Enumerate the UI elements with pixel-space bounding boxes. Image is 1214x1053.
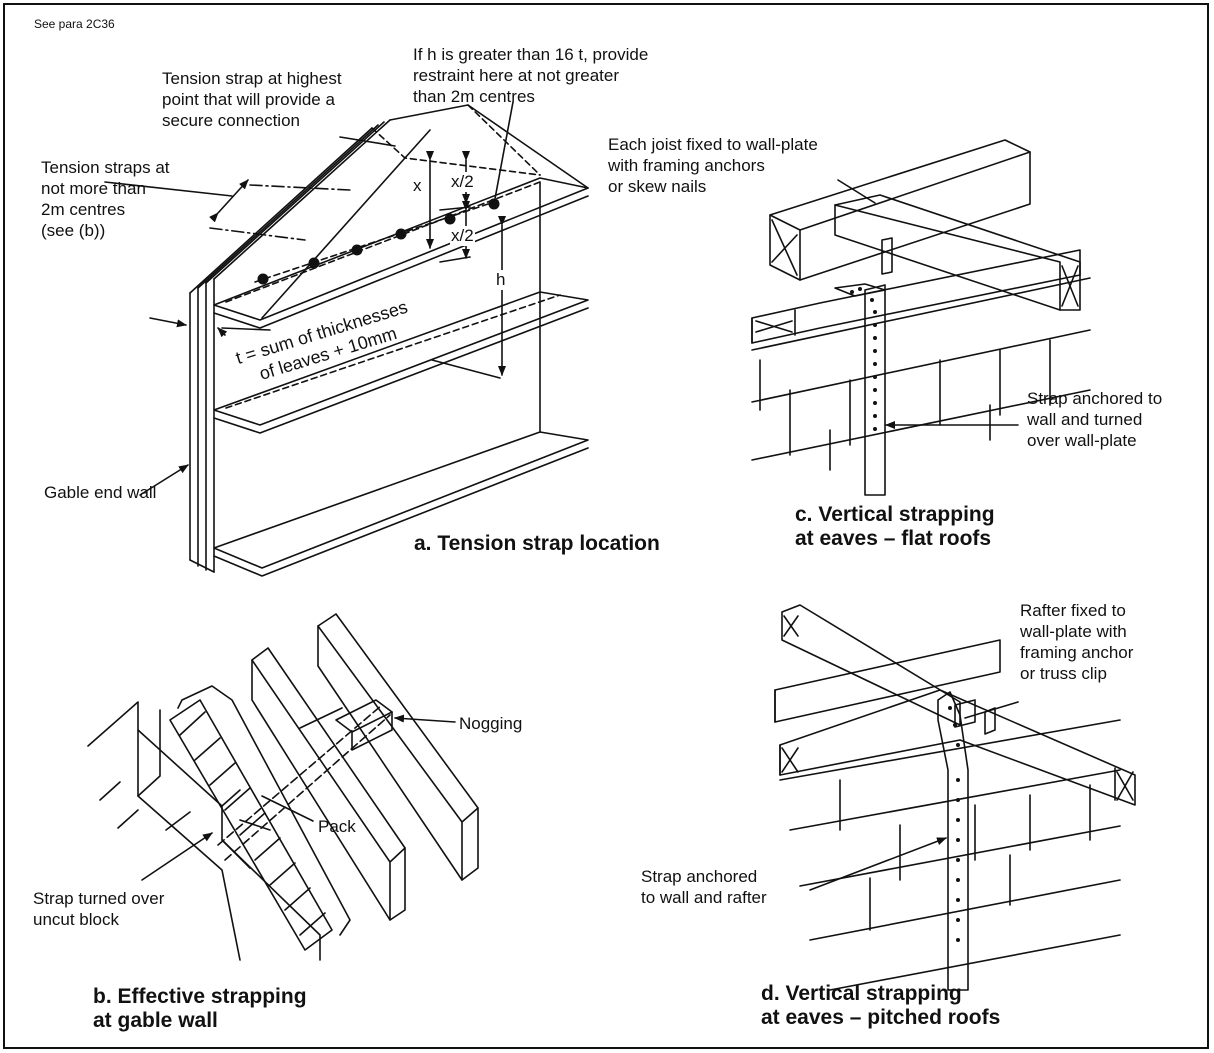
caption-panel-c: c. Vertical strapping at eaves – flat ro…	[795, 503, 995, 550]
label-rafter-fixed: Rafter fixed to wall-plate with framing …	[1020, 601, 1134, 683]
dimension-h: h	[495, 270, 507, 290]
caption-panel-d: d. Vertical strapping at eaves – pitched…	[761, 982, 1001, 1029]
panel-b-drawing	[87, 613, 479, 961]
panel-d-drawing	[774, 604, 1136, 991]
caption-panel-b: b. Effective strapping at gable wall	[93, 985, 307, 1032]
label-strap-turned: Strap turned over uncut block	[33, 889, 165, 929]
dimension-x: x	[412, 176, 423, 196]
reference-note: See para 2C36	[34, 17, 115, 31]
label-pack: Pack	[318, 817, 356, 836]
label-strap-anchored-flat: Strap anchored to wall and turned over w…	[1027, 389, 1163, 450]
panel-c-drawing	[751, 139, 1091, 496]
label-joist-fixed: Each joist fixed to wall-plate with fram…	[608, 135, 818, 196]
label-tension-strap-highest: Tension strap at highest point that will…	[162, 69, 342, 130]
label-h-greater-than: If h is greater than 16 t, provide restr…	[413, 45, 649, 106]
label-strap-anchored-pitched: Strap anchored to wall and rafter	[641, 867, 767, 907]
caption-panel-a: a. Tension strap location	[414, 532, 660, 555]
label-tension-straps-centres: Tension straps at not more than 2m centr…	[41, 158, 170, 240]
panel-a-drawing	[104, 101, 589, 577]
dimension-x-half-upper: x/2	[450, 172, 475, 192]
dimension-x-half-lower: x/2	[450, 226, 475, 246]
label-nogging: Nogging	[459, 714, 523, 733]
label-gable-end-wall: Gable end wall	[44, 483, 157, 502]
figure-frame	[3, 3, 1209, 1049]
